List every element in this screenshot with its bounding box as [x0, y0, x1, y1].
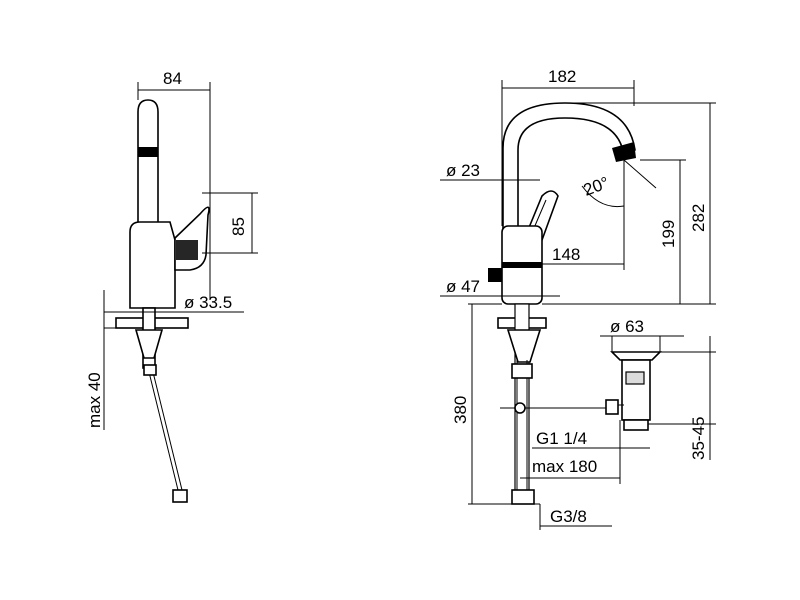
side-cone	[134, 329, 164, 359]
front-hose-nut-bottom	[511, 489, 535, 505]
side-lever	[174, 206, 210, 271]
front-outlet-height-label: 199	[659, 220, 678, 248]
side-deck-label: max 40	[85, 372, 104, 428]
side-aerator-band	[138, 147, 158, 157]
side-diameter-label: ø 33.5	[184, 293, 232, 312]
side-spout	[137, 99, 159, 231]
front-waste-reach-label: max 180	[532, 457, 597, 476]
front-aerator	[612, 142, 636, 162]
side-body	[129, 221, 176, 309]
front-view: 182 ø 23 20° 148 199 282 ø 47 ø 63	[440, 67, 716, 530]
side-hose-nut-top	[143, 364, 157, 376]
side-lever-hatch	[176, 240, 198, 260]
front-projection-label: 148	[552, 245, 580, 264]
side-width-label: 84	[163, 69, 182, 88]
front-base-diameter-label: ø 47	[446, 277, 480, 296]
front-width-label: 182	[548, 67, 576, 86]
side-view: 84 85 ø 33.5 max 40	[85, 69, 258, 503]
front-hose-nut-top	[511, 363, 533, 379]
front-waste-thread-label: G1 1/4	[536, 429, 587, 448]
front-swivel-label: 20°	[581, 173, 612, 200]
front-popup-rod	[488, 268, 502, 282]
front-body-band	[502, 262, 542, 268]
side-lever-label: 85	[229, 217, 248, 236]
side-hose	[147, 367, 183, 491]
front-waste-diameter-label: ø 63	[610, 317, 644, 336]
front-spout-diameter-label: ø 23	[446, 161, 480, 180]
front-total-height-label: 282	[689, 204, 708, 232]
waste-fitting	[605, 351, 662, 431]
front-connection-thread-label: G3/8	[550, 507, 587, 526]
side-hose-nut-bottom	[172, 489, 188, 503]
front-hose-length-label: 380	[451, 396, 470, 424]
front-waste-height-label: 35-45	[689, 417, 708, 460]
front-spout	[502, 102, 636, 229]
front-cone	[506, 329, 542, 363]
